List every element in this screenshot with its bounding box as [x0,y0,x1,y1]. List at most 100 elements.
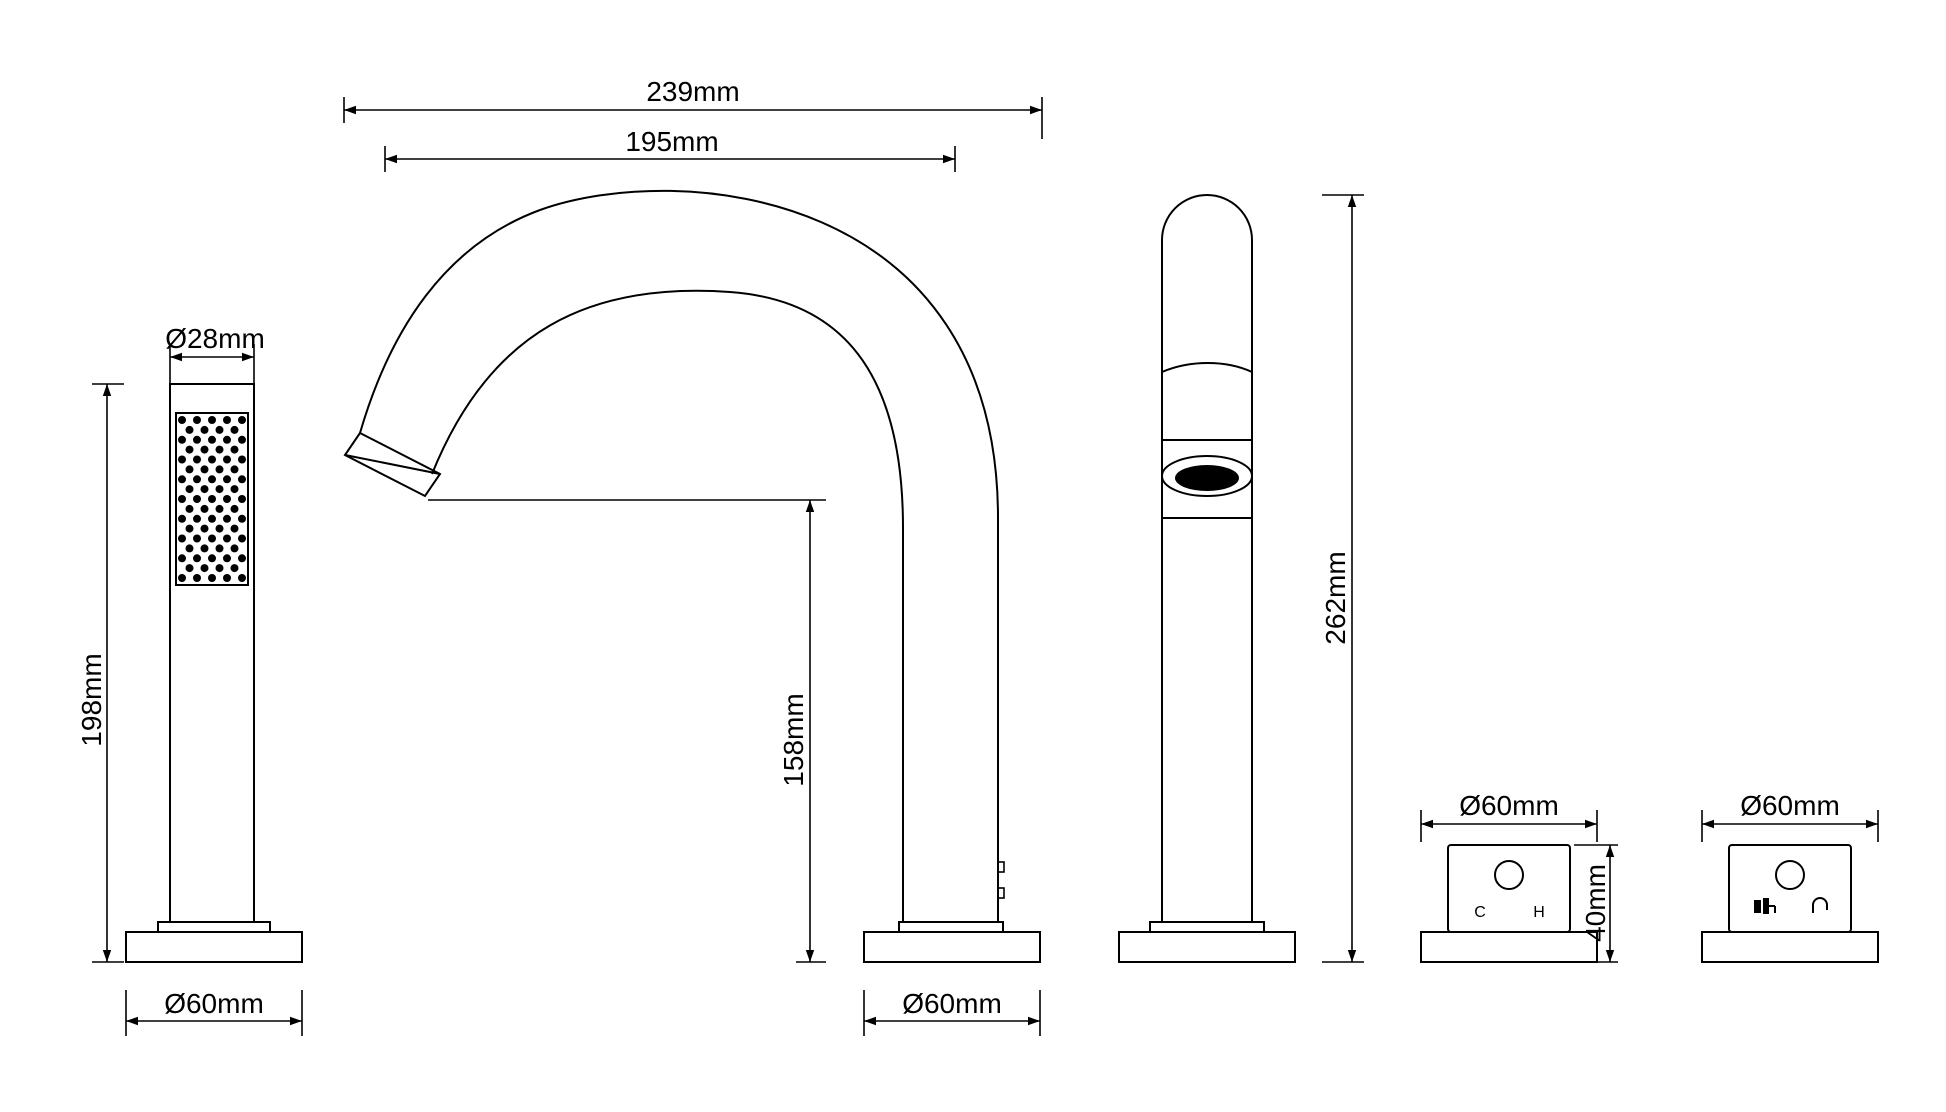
valve-diverter-dimensions: Ø60mm [1701,790,1879,842]
spout-outer-curve [359,189,999,922]
handshower-spray-face [175,412,249,586]
nozzle [215,524,224,533]
handshower-holder-plate [157,921,271,933]
spout-nozzle [343,431,442,498]
mixer-base [1118,931,1296,963]
mixer-collar [1149,921,1265,933]
spout-reach-inner-label: 195mm [625,126,718,157]
valve-cold-hot: C H [1420,844,1598,963]
valve-hot-label: H [1533,904,1545,921]
nozzle [230,485,239,494]
spout-height-label: 158mm [778,693,809,786]
nozzle [223,534,231,543]
nozzle [185,465,194,474]
spout-inner-curve [431,289,904,922]
handshower-height-label: 198mm [76,653,107,746]
spout-reach-total-label: 239mm [646,76,739,107]
nozzle [238,574,246,582]
nozzle [185,544,194,553]
spout-dimensions: 239mm 195mm 158mm Ø60mm [343,76,1043,1036]
nozzle [185,425,194,434]
nozzle [185,504,194,513]
nozzle [185,524,194,533]
nozzle [208,514,216,523]
nozzle [215,465,224,474]
handshower-base [125,931,303,963]
handshower-nozzle-grid [178,416,246,582]
spout-symbol-icon [1812,897,1828,913]
nozzle [208,534,216,543]
nozzle [223,514,231,523]
nozzle [215,445,224,454]
nozzle [208,495,216,503]
spout-sensor-lower [997,887,1005,899]
nozzle [178,534,186,543]
nozzle [178,495,186,503]
nozzle [208,475,216,484]
mixer-side-view [1118,194,1296,963]
nozzle [185,564,194,573]
nozzle [208,416,216,424]
nozzle [230,504,239,513]
nozzle [230,544,239,553]
valve-height-label: 40mm [1580,864,1611,942]
nozzle [178,514,186,523]
nozzle [215,485,224,494]
nozzle [193,475,201,484]
nozzle [223,455,231,464]
nozzle [238,495,246,503]
nozzle [200,485,209,494]
nozzle [230,445,239,454]
handshower-base-diameter-label: Ø60mm [164,988,264,1019]
handshower-diameter-label: Ø28mm [165,323,265,354]
nozzle [178,574,186,582]
nozzle [178,554,186,563]
valve-cold-hot-dimensions: Ø60mm 40mm [1420,790,1618,963]
valve-cold-hot-base [1420,931,1598,963]
nozzle [238,455,246,464]
nozzle [200,425,209,434]
mixer-height-label: 262mm [1320,551,1351,644]
valve-diverter-indicator [1775,860,1805,890]
nozzle [215,564,224,573]
nozzle [223,475,231,484]
nozzle [193,495,201,503]
nozzle [200,544,209,553]
nozzle [200,465,209,474]
nozzle [185,445,194,454]
nozzle [193,435,201,444]
nozzle [223,416,231,424]
handshower-dimensions: Ø28mm 198mm Ø60mm [76,323,303,1036]
valve-diverter [1701,844,1879,963]
nozzle [238,475,246,484]
nozzle [238,534,246,543]
nozzle [215,504,224,513]
nozzle [238,416,246,424]
nozzle [208,455,216,464]
nozzle [223,554,231,563]
spout [343,189,1041,963]
valve-diverter-base [1701,931,1879,963]
mixer-lever [1161,194,1253,372]
valve-diverter-diameter-label: Ø60mm [1740,790,1840,821]
nozzle [230,564,239,573]
nozzle [185,485,194,494]
nozzle [230,465,239,474]
nozzle [200,524,209,533]
nozzle [193,514,201,523]
spout-base-diameter-label: Ø60mm [902,988,1002,1019]
nozzle [193,574,201,582]
nozzle [178,475,186,484]
nozzle [238,514,246,523]
nozzle [178,416,186,424]
mixer-aerator-ring [1161,455,1253,497]
spout-sensor-upper [997,861,1005,873]
valve-cold-hot-indicator [1494,860,1524,890]
spout-collar [898,921,1004,933]
nozzle [238,435,246,444]
nozzle [178,435,186,444]
nozzle [223,574,231,582]
nozzle [223,435,231,444]
nozzle [208,574,216,582]
